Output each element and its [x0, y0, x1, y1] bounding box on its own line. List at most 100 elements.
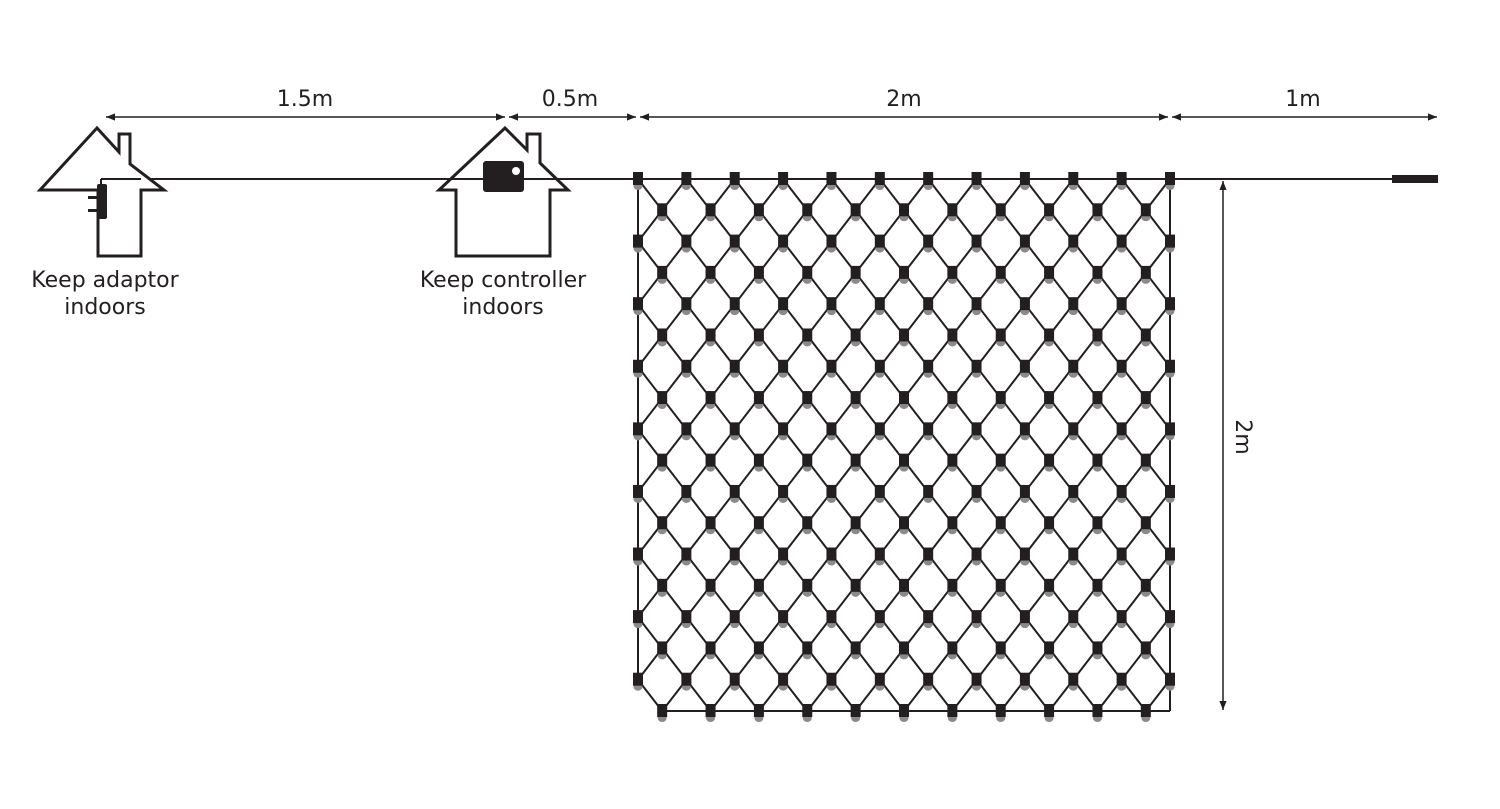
- led-bulb: [1092, 265, 1103, 279]
- led-bulb: [633, 484, 643, 498]
- led-bulb: [705, 704, 716, 717]
- led-bulb: [1116, 484, 1127, 498]
- led-bulb: [681, 297, 692, 311]
- adaptor-label-line2: indoors: [64, 295, 145, 320]
- led-bulb: [705, 203, 716, 217]
- led-bulb: [971, 672, 982, 686]
- led-bulb: [1140, 578, 1151, 592]
- led-bulb: [850, 391, 861, 405]
- led-bulb: [681, 610, 692, 624]
- led-bulb: [1140, 391, 1151, 405]
- led-bulb: [826, 172, 837, 185]
- led-bulb: [753, 578, 764, 592]
- led-bulb: [850, 516, 861, 530]
- led-bulb: [850, 203, 861, 217]
- led-bulb: [802, 391, 813, 405]
- led-bulb: [923, 234, 934, 248]
- led-bulb: [657, 265, 668, 279]
- led-bulb: [633, 359, 643, 373]
- led-bulb: [681, 484, 692, 498]
- led-bulb: [995, 453, 1006, 467]
- led-bulb: [947, 578, 958, 592]
- led-bulb: [850, 265, 861, 279]
- led-bulb: [995, 203, 1006, 217]
- led-bulb: [899, 704, 909, 717]
- led-bulb: [923, 672, 934, 686]
- led-bulb: [753, 391, 764, 405]
- led-bulb: [778, 297, 789, 311]
- led-bulb: [633, 547, 643, 561]
- led-bulb: [1044, 704, 1055, 717]
- led-bulb: [802, 516, 813, 530]
- led-bulb: [705, 641, 716, 655]
- led-bulb: [1019, 297, 1030, 311]
- led-bulb: [1068, 359, 1079, 373]
- led-bulb: [899, 265, 909, 279]
- led-bulb: [850, 578, 861, 592]
- led-bulb: [1165, 172, 1175, 185]
- led-bulb: [923, 547, 934, 561]
- led-bulb: [778, 172, 789, 185]
- dim-label-net-width: 2m: [886, 87, 921, 112]
- led-bulb: [802, 641, 813, 655]
- led-bulb: [1140, 516, 1151, 530]
- led-bulb: [1140, 203, 1151, 217]
- led-bulb: [971, 547, 982, 561]
- led-bulb: [874, 297, 885, 311]
- dim-label-adaptor-controller: 1.5m: [277, 87, 333, 112]
- led-bulb: [995, 704, 1006, 717]
- led-bulb: [681, 359, 692, 373]
- led-bulb: [971, 610, 982, 624]
- led-bulb: [1044, 453, 1055, 467]
- adaptor-label-line1: Keep adaptor: [31, 268, 179, 293]
- led-bulb: [1140, 704, 1151, 717]
- led-bulb: [1116, 672, 1127, 686]
- led-bulb: [947, 391, 958, 405]
- led-bulb: [826, 422, 837, 436]
- controller-label-line2: indoors: [462, 295, 543, 320]
- led-bulb: [681, 234, 692, 248]
- led-bulb: [826, 484, 837, 498]
- led-bulb: [1165, 297, 1175, 311]
- led-bulb: [633, 297, 643, 311]
- led-bulb: [995, 641, 1006, 655]
- led-bulb: [1092, 453, 1103, 467]
- led-bulb: [1044, 578, 1055, 592]
- led-bulb: [1116, 610, 1127, 624]
- led-bulb: [1116, 422, 1127, 436]
- led-bulb: [826, 297, 837, 311]
- led-bulb: [1068, 610, 1079, 624]
- led-bulb: [633, 610, 643, 624]
- led-bulb: [1116, 297, 1127, 311]
- led-bulb: [899, 453, 909, 467]
- led-bulb: [971, 172, 982, 185]
- led-bulb: [1140, 641, 1151, 655]
- led-bulb: [1044, 265, 1055, 279]
- led-bulb: [705, 578, 716, 592]
- led-bulb: [729, 359, 740, 373]
- led-bulb: [874, 672, 885, 686]
- led-bulb: [778, 234, 789, 248]
- led-bulb: [1165, 359, 1175, 373]
- led-bulb: [1068, 297, 1079, 311]
- led-bulb: [995, 328, 1006, 342]
- led-bulb: [1044, 203, 1055, 217]
- led-bulb: [947, 265, 958, 279]
- led-bulb: [1116, 234, 1127, 248]
- led-bulb: [729, 172, 740, 185]
- led-bulb: [729, 484, 740, 498]
- led-bulb: [1092, 328, 1103, 342]
- led-bulb: [1165, 547, 1175, 561]
- led-bulb: [874, 422, 885, 436]
- led-bulb: [1019, 234, 1030, 248]
- led-bulb: [729, 422, 740, 436]
- led-bulb: [1140, 328, 1151, 342]
- led-bulb: [681, 172, 692, 185]
- led-bulb: [729, 234, 740, 248]
- led-bulb: [899, 516, 909, 530]
- led-bulb: [874, 359, 885, 373]
- led-bulb: [657, 328, 668, 342]
- led-bulb: [1019, 547, 1030, 561]
- led-bulb: [971, 422, 982, 436]
